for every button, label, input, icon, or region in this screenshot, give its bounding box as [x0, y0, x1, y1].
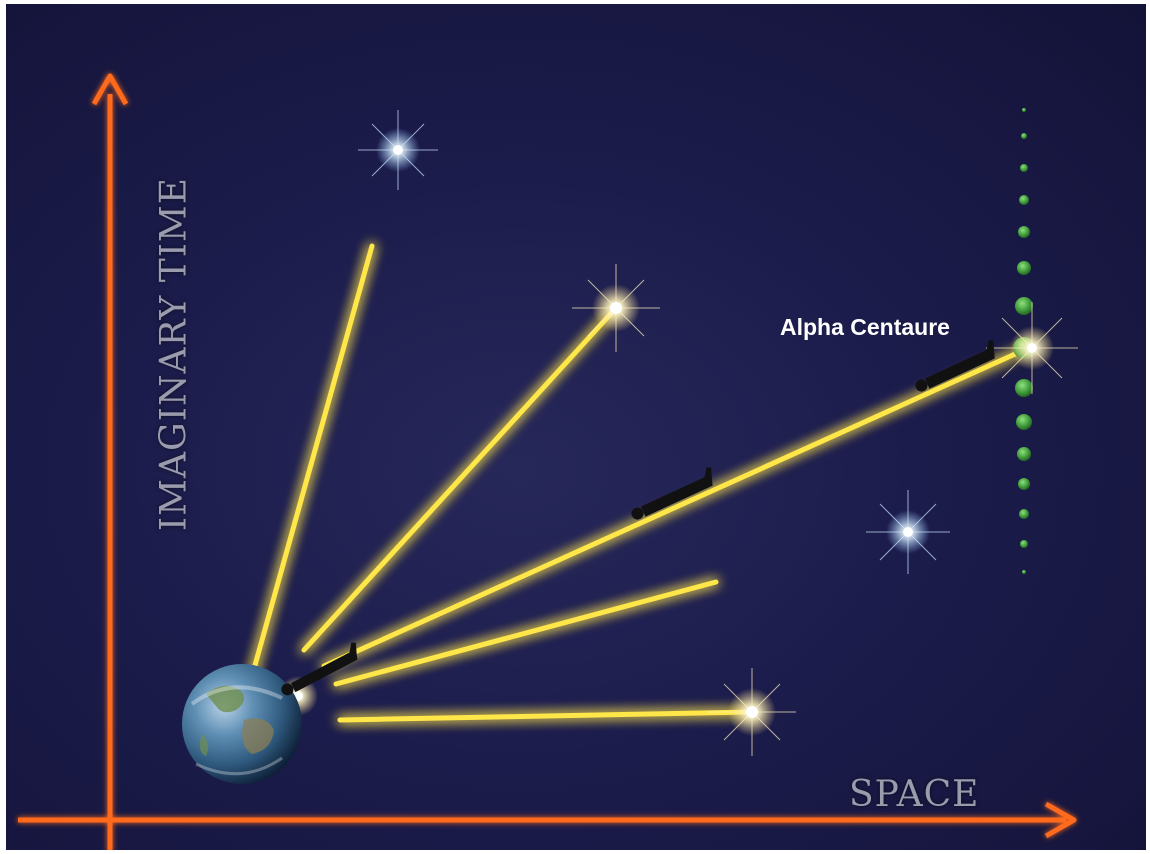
earth-globe-icon: [182, 664, 302, 784]
planet-dot: [1017, 261, 1031, 275]
space-axis-label: SPACE: [849, 774, 980, 815]
planet-dot: [1018, 226, 1030, 238]
light-beams: [249, 243, 1027, 723]
planet-dot: [1020, 164, 1028, 172]
planet-dot: [1015, 379, 1033, 397]
travelers: [281, 340, 995, 696]
planet-dot: [1015, 297, 1033, 315]
beam-horizontal: [337, 709, 755, 723]
alpha-centaure-label: Alpha Centaure: [780, 314, 950, 340]
traveler-silhouette-icon: [915, 340, 995, 392]
planet-dot: [1016, 414, 1032, 430]
beam-to-alpha-centaure: [321, 347, 1027, 669]
diagram-canvas: [18, 73, 1078, 850]
imaginary-time-axis-label: IMAGINARY TIME: [153, 176, 195, 532]
beam-steep: [249, 243, 375, 679]
star-lower: [708, 668, 796, 756]
planet-dot: [1019, 195, 1029, 205]
beam-to-star: [301, 305, 619, 653]
planet-dot: [1017, 447, 1031, 461]
planet-dot: [1022, 570, 1026, 574]
stars: [278, 110, 1078, 756]
beam-shallow: [333, 579, 719, 687]
horizontal-axis-arrowhead: [1044, 801, 1077, 839]
planet-dot: [1022, 108, 1026, 112]
diagram-scene: IMAGINARY TIME SPACE Alpha Centaure: [6, 4, 1146, 850]
planet-dot: [1019, 509, 1029, 519]
planet-dot: [1021, 133, 1027, 139]
star-upper-middle: [572, 264, 660, 352]
star-top: [358, 110, 438, 190]
star-alpha-centaure: [986, 302, 1078, 394]
traveler-silhouette-icon: [631, 467, 713, 520]
axes: [18, 73, 1077, 850]
planet-dot: [1020, 540, 1028, 548]
star-right: [866, 490, 950, 574]
planet-dot: [1018, 478, 1030, 490]
vertical-axis-arrowhead: [91, 73, 129, 106]
traveler-silhouette-icon: [281, 642, 358, 696]
